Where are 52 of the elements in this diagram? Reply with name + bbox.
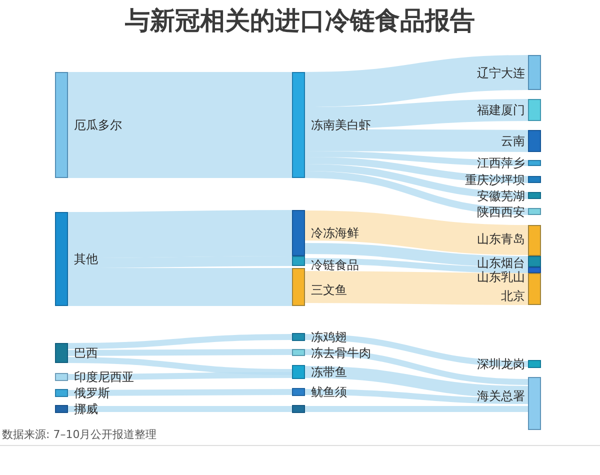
node-label: 山东烟台 — [477, 254, 525, 270]
flow-band — [304, 271, 528, 305]
source-note: 数据来源: 7–10月公开报道整理 — [2, 428, 157, 442]
node-label: 陕西西安 — [477, 204, 525, 220]
flow-band — [304, 157, 528, 183]
flow-band — [304, 164, 528, 199]
flow-band — [304, 210, 528, 255]
node-label: 冻鸡翅 — [311, 329, 347, 345]
flow-band — [304, 171, 528, 215]
node-label: 江西萍乡 — [477, 155, 525, 171]
flow-band — [68, 406, 292, 412]
node-label: 云南 — [501, 133, 525, 149]
node-label: 山东青岛 — [477, 230, 525, 246]
node-label: 冻去骨牛肉 — [311, 344, 371, 360]
node-label: 巴西 — [74, 345, 98, 361]
chart-title: 与新冠相关的进口冷链食品报告 — [124, 5, 476, 37]
node-label: 冷冻海鲜 — [311, 225, 359, 241]
node-label: 冷链食品 — [311, 257, 359, 273]
node-label: 福建厦门 — [477, 102, 525, 118]
flow-band — [305, 129, 528, 152]
node-label: 冻带鱼 — [311, 364, 347, 380]
node-label: 俄罗斯 — [74, 385, 110, 401]
node-label: 山东乳山 — [477, 269, 525, 285]
flow-band — [68, 334, 292, 349]
flow-band — [68, 72, 292, 178]
node-label: 鱿鱼须 — [311, 384, 347, 400]
flow-band — [304, 151, 528, 166]
flow-band — [304, 334, 528, 367]
flow-band — [68, 349, 292, 356]
node-label: 其他 — [74, 251, 98, 267]
node-label: 安徽芜湖 — [477, 188, 525, 204]
flow-band — [68, 256, 292, 268]
flow-band — [304, 99, 528, 129]
flow-band — [68, 357, 292, 375]
node-label: 厄瓜多尔 — [74, 117, 122, 133]
node-label: 北京 — [501, 288, 525, 304]
flow-band — [68, 389, 292, 396]
flow-band — [304, 243, 528, 267]
flow-band — [304, 349, 528, 385]
flow-band — [305, 406, 528, 412]
node-label: 三文鱼 — [311, 282, 347, 298]
node-label: 印度尼西亚 — [74, 369, 134, 385]
node-label: 深圳龙岗 — [477, 356, 525, 372]
node-label: 挪威 — [74, 401, 98, 417]
flow-band — [304, 366, 528, 398]
flow-band — [68, 372, 292, 380]
flow-band — [304, 258, 528, 273]
flow-band — [304, 389, 528, 404]
node-label: 重庆沙坪坝 — [465, 172, 525, 188]
node-label: 海关总署 — [477, 388, 525, 404]
node-label: 辽宁大连 — [477, 64, 525, 80]
node-label: 冻南美白虾 — [311, 117, 371, 133]
